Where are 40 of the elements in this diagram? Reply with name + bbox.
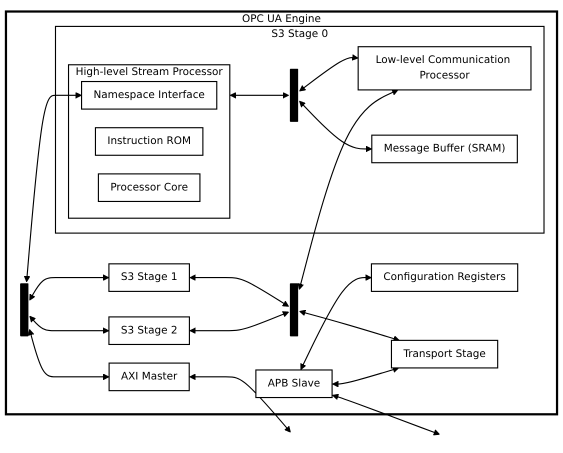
double-arrow xyxy=(299,100,372,152)
module-label: Processor Core xyxy=(110,180,188,196)
module-box xyxy=(94,127,204,156)
module-label: S3 Stage 2 xyxy=(120,323,178,338)
double-arrow xyxy=(189,274,290,307)
module-label: Message Buffer (SRAM) xyxy=(384,142,506,157)
double-arrow xyxy=(298,89,398,290)
double-arrow xyxy=(299,310,400,342)
module-box xyxy=(108,263,190,292)
double-arrow xyxy=(189,311,290,334)
module-box xyxy=(108,362,190,392)
module-box xyxy=(358,46,532,90)
module-title: S3 Stage 0 xyxy=(271,26,328,42)
double-arrow xyxy=(29,316,110,334)
double-arrow xyxy=(28,328,110,380)
double-arrow xyxy=(24,92,82,282)
module-box xyxy=(370,263,518,292)
double-arrow xyxy=(299,54,358,92)
module-label: Transport Stage xyxy=(403,346,486,362)
module-label: S3 Stage 1 xyxy=(120,270,178,286)
module-label: AXI Master xyxy=(121,370,178,384)
module-box xyxy=(371,134,518,164)
module-title: High-level Stream Processor xyxy=(76,65,223,80)
module-label: Low-level Communication Processor xyxy=(374,53,512,84)
double-arrow xyxy=(29,274,110,301)
module-label: Configuration Registers xyxy=(383,270,506,286)
module-box xyxy=(255,369,333,398)
module-title: OPC UA Engine xyxy=(242,12,321,27)
double-arrow xyxy=(332,366,400,388)
double-arrow xyxy=(332,394,440,436)
module-box xyxy=(98,173,200,202)
double-arrow xyxy=(300,274,372,370)
double-arrow xyxy=(189,374,291,433)
double-arrow xyxy=(230,92,290,99)
module-label: APB Slave xyxy=(268,376,320,392)
module-box xyxy=(108,316,190,346)
module-label: Instruction ROM xyxy=(107,134,191,150)
module-box xyxy=(81,80,218,110)
module-box xyxy=(390,340,498,368)
module-label: Namespace Interface xyxy=(93,88,205,103)
